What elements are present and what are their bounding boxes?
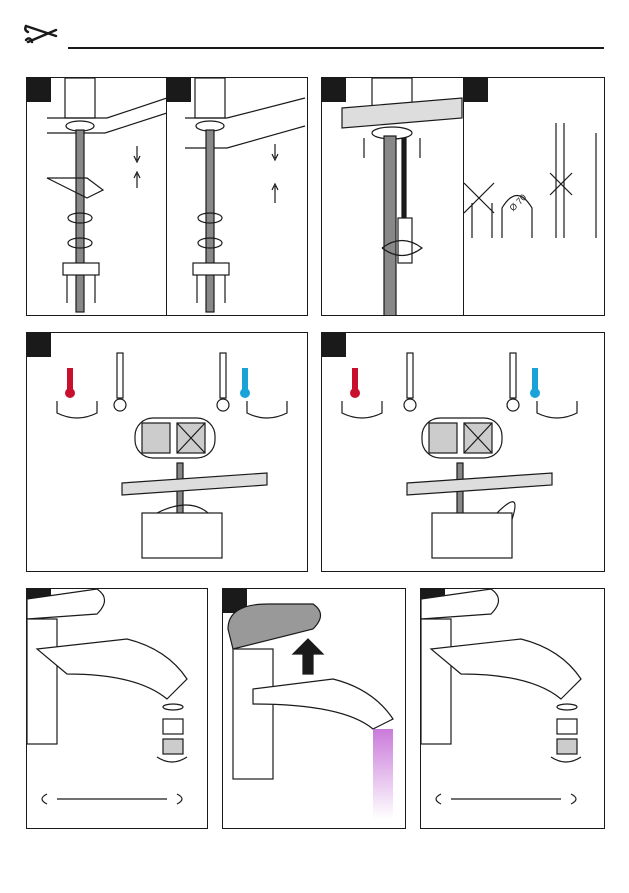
aerator-diagram bbox=[27, 589, 208, 829]
panel-5 bbox=[26, 332, 308, 572]
connection-diagram bbox=[27, 333, 308, 572]
panel-4: Ø 70 bbox=[463, 77, 605, 316]
header-rule bbox=[68, 47, 604, 49]
faucet-mount-diagram bbox=[167, 78, 308, 316]
panel-7 bbox=[26, 588, 208, 829]
hose-diameter-label: Ø 70 bbox=[508, 192, 529, 213]
aerator-diagram bbox=[421, 589, 605, 829]
handle-water-flow-diagram bbox=[223, 589, 406, 829]
screwdriver-mount-diagram bbox=[322, 78, 466, 316]
panel-8 bbox=[222, 588, 406, 829]
faucet-mount-diagram bbox=[27, 78, 168, 316]
connection-diagram bbox=[322, 333, 605, 572]
hose-diagram: Ø 70 bbox=[464, 78, 605, 316]
panel-6 bbox=[321, 332, 605, 572]
panel-3 bbox=[321, 77, 466, 316]
header-bar bbox=[0, 0, 629, 60]
panel-9 bbox=[420, 588, 605, 829]
panel-1 bbox=[26, 77, 168, 316]
panel-2 bbox=[166, 77, 308, 316]
